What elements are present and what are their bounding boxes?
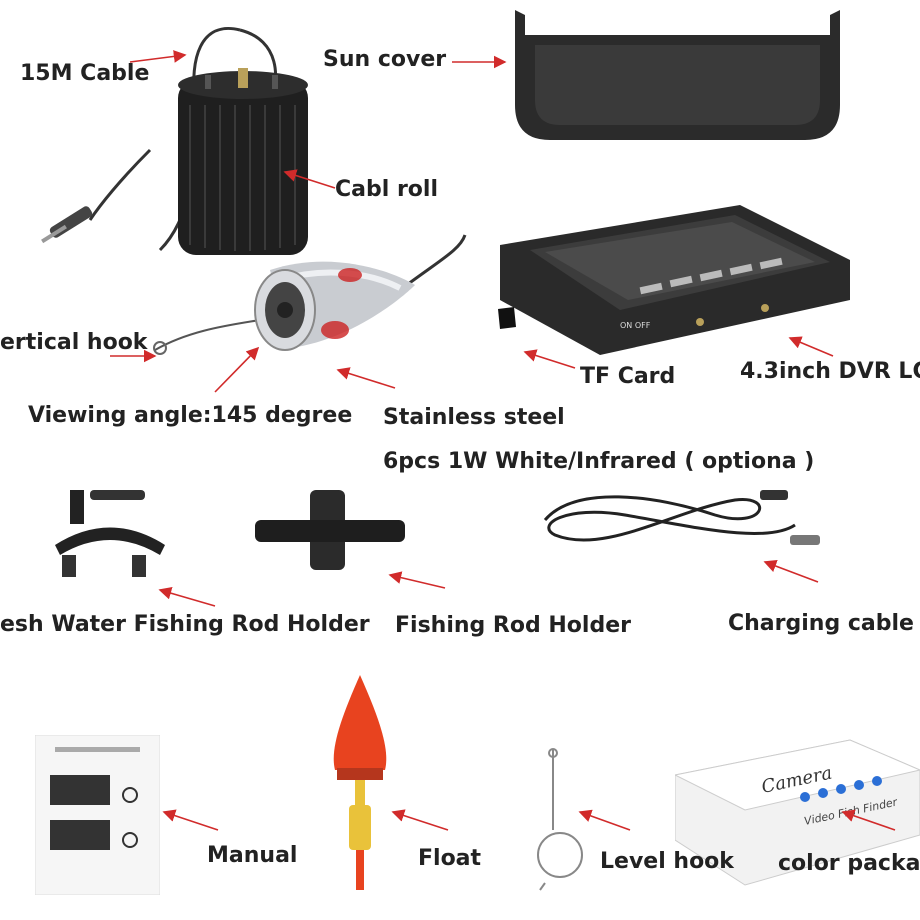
- label-vertical-hook: ertical hook: [0, 330, 148, 355]
- arrow-manual: [162, 809, 219, 831]
- label-color-package: color packa: [778, 851, 920, 876]
- fishing-rod-holder-image: [255, 490, 405, 570]
- label-fresh-water-holder: esh Water Fishing Rod Holder: [0, 612, 370, 637]
- arrow-rod-holder: [388, 571, 446, 589]
- monitor-power-label: ON OFF: [620, 321, 651, 330]
- label-leds: 6pcs 1W White/Infrared ( optiona ): [383, 449, 815, 474]
- label-sun-cover: Sun cover: [323, 47, 447, 72]
- float-image: [325, 670, 395, 900]
- label-float: Float: [418, 846, 482, 871]
- arrow-float: [391, 809, 449, 831]
- fresh-water-rod-holder-image: [50, 485, 170, 585]
- label-15m-cable: 15M Cable: [20, 61, 150, 86]
- label-manual: Manual: [207, 843, 298, 868]
- arrow-charging: [763, 559, 819, 583]
- level-hook-image: [535, 745, 585, 895]
- cable-roll-image: [40, 20, 320, 270]
- arrow-level-hook: [578, 809, 631, 831]
- label-fishing-rod-holder: Fishing Rod Holder: [395, 613, 631, 638]
- label-tf-card: TF Card: [580, 364, 676, 389]
- sun-cover-image: [505, 5, 850, 145]
- label-viewing-angle: Viewing angle:145 degree: [28, 403, 353, 428]
- arrow-fresh-holder: [158, 586, 216, 607]
- label-level-hook: Level hook: [600, 849, 734, 874]
- charging-cable-image: [535, 485, 825, 565]
- label-charging-cable: Charging cable: [728, 611, 914, 636]
- label-stainless-steel: Stainless steel: [383, 405, 565, 430]
- label-dvr: 4.3inch DVR LC: [740, 359, 920, 384]
- label-cable-roll: Cabl roll: [335, 177, 438, 202]
- arrow-stainless: [336, 367, 396, 389]
- dvr-monitor-image: ON OFF: [490, 200, 860, 360]
- tf-card-image: [494, 305, 520, 331]
- underwater-camera-image: [150, 230, 470, 370]
- manual-image: [35, 735, 160, 895]
